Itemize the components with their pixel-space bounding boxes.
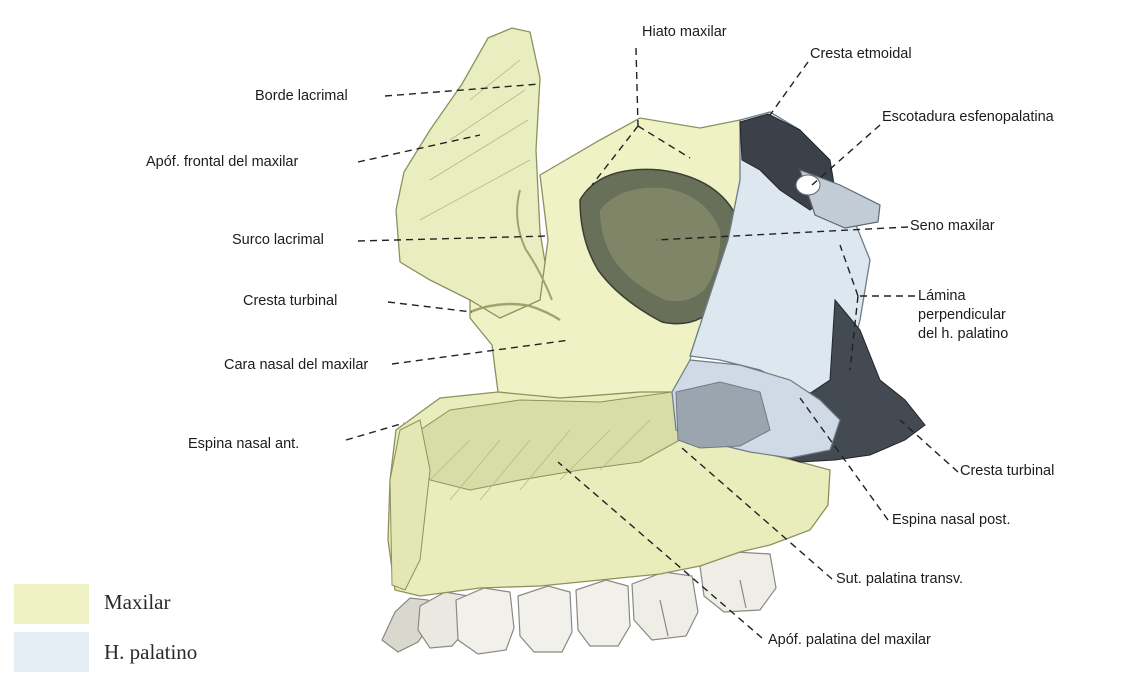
legend-label-palatino: H. palatino (104, 640, 197, 665)
legend-swatch-maxilar (14, 584, 89, 624)
label-espina-nasal-ant: Espina nasal ant. (188, 436, 299, 453)
label-lamina-perpendicular: Lámina perpendicular del h. palatino (918, 287, 1008, 344)
leader-cara-nasal (392, 340, 570, 364)
leader-borde-lacrimal (385, 84, 540, 96)
label-escotadura-esfenopalatina: Escotadura esfenopalatina (882, 109, 1054, 126)
leader-surco-lacrimal (358, 236, 548, 241)
leader-seno-maxilar (656, 227, 908, 240)
label-cresta-turbinal-left: Cresta turbinal (243, 293, 337, 310)
leader-cresta-turbinal-left (388, 302, 472, 312)
label-cresta-etmoidal: Cresta etmoidal (810, 46, 912, 63)
leader-sut-palatina (682, 448, 832, 579)
label-espina-nasal-post: Espina nasal post. (892, 512, 1011, 529)
label-cresta-turbinal-right: Cresta turbinal (960, 463, 1054, 480)
leader-hiato-maxilar (592, 48, 690, 185)
leader-escotadura (812, 125, 880, 185)
leader-apof-frontal (358, 135, 480, 162)
label-borde-lacrimal: Borde lacrimal (255, 88, 348, 105)
label-surco-lacrimal: Surco lacrimal (232, 232, 324, 249)
leader-cresta-turbinal-right (900, 420, 958, 472)
label-cara-nasal: Cara nasal del maxilar (224, 357, 368, 374)
label-sut-palatina-transv: Sut. palatina transv. (836, 571, 963, 588)
label-seno-maxilar: Seno maxilar (910, 218, 995, 235)
legend-swatch-palatino (14, 632, 89, 672)
leader-apof-palatina (558, 462, 762, 638)
leader-espina-nasal-ant (346, 423, 404, 440)
leader-lamina (840, 245, 915, 370)
label-apof-palatina: Apóf. palatina del maxilar (768, 632, 931, 649)
leader-espina-nasal-post (800, 398, 888, 520)
label-apof-frontal: Apóf. frontal del maxilar (146, 154, 298, 171)
leader-cresta-etmoidal (770, 62, 808, 115)
legend-label-maxilar: Maxilar (104, 590, 170, 615)
label-hiato-maxilar: Hiato maxilar (642, 24, 727, 41)
